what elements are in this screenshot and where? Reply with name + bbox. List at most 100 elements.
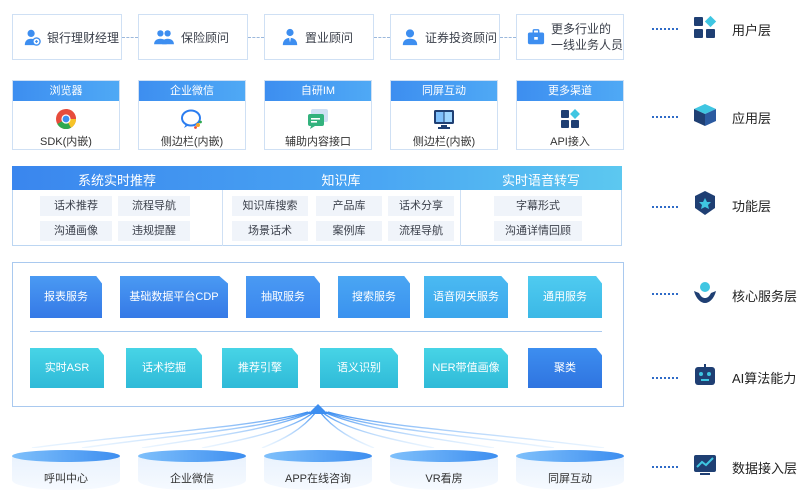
layer-label: 应用层 <box>732 111 772 126</box>
bank-manager-icon <box>24 29 41 46</box>
chrome-icon <box>56 109 77 130</box>
user-card-bank-manager[interactable]: 银行理财经理 <box>12 14 122 60</box>
core-service[interactable]: 通用服务 <box>528 276 602 318</box>
data-source-label: APP在线咨询 <box>284 473 351 485</box>
user-label: 更多行业的一线业务人员 <box>551 21 623 53</box>
chat-icon <box>308 109 328 129</box>
app-card-more[interactable]: 更多渠道 API接入 <box>516 80 624 150</box>
core-service[interactable]: 抽取服务 <box>246 276 320 318</box>
ai-capability[interactable]: 推荐引擎 <box>222 348 298 388</box>
app-header: 更多渠道 <box>517 81 623 101</box>
user-label: 银行理财经理 <box>47 30 120 45</box>
core-service[interactable]: 搜索服务 <box>338 276 410 318</box>
data-source-label: VR看房 <box>425 473 463 485</box>
section-title: 系统实时推荐 <box>77 173 156 188</box>
app-card-wecom[interactable]: 企业微信 侧边栏(内嵌) <box>138 80 246 150</box>
legend-dots <box>652 116 678 118</box>
core-service[interactable]: 语音网关服务 <box>424 276 508 318</box>
layer-label: 核心服务层 <box>732 289 798 304</box>
legend-dots <box>652 377 678 379</box>
ai-capability[interactable]: 语义识别 <box>320 348 398 388</box>
layer-label: 数据接入层 <box>732 461 798 476</box>
connector <box>374 37 390 38</box>
section-title: 实时语音转写 <box>501 173 580 188</box>
app-header: 同屏互动 <box>391 81 497 101</box>
data-source[interactable]: VR看房 <box>390 450 498 494</box>
function-item[interactable]: 流程导航 <box>388 221 454 241</box>
user-label: 保险顾问 <box>181 30 230 45</box>
ai-capability[interactable]: 实时ASR <box>30 348 104 388</box>
user-label: 置业顾问 <box>305 30 354 45</box>
separator-line <box>30 331 602 332</box>
layer-label: 用户层 <box>732 23 772 38</box>
user-layer-icon <box>694 15 717 38</box>
app-label: 侧边栏(内嵌) <box>412 136 476 148</box>
function-item[interactable]: 产品库 <box>316 196 382 216</box>
cylinder-top <box>138 450 246 462</box>
function-item[interactable]: 违规提醒 <box>118 221 190 241</box>
apps-icon <box>561 109 580 128</box>
agent-icon <box>282 28 298 46</box>
legend-dots <box>652 293 678 295</box>
user-card-more[interactable]: 更多行业的一线业务人员 <box>516 14 624 60</box>
data-source-label: 企业微信 <box>170 473 214 485</box>
ai-capability[interactable]: 话术挖掘 <box>126 348 202 388</box>
user-label-line1: 更多行业的 <box>551 22 612 36</box>
robot-icon <box>695 364 715 385</box>
user-card-securities[interactable]: 证券投资顾问 <box>390 14 500 60</box>
app-label: 侧边栏(内嵌) <box>160 136 224 148</box>
core-service[interactable]: 基础数据平台CDP <box>120 276 228 318</box>
ai-capability[interactable]: 聚类 <box>528 348 602 388</box>
core-service-icon <box>694 282 716 303</box>
user-label: 证券投资顾问 <box>425 30 498 45</box>
data-flow-arrows <box>31 404 605 448</box>
function-item[interactable]: 沟通详情回顾 <box>494 221 582 241</box>
section-divider <box>222 190 223 246</box>
user-card-insurance[interactable]: 保险顾问 <box>138 14 248 60</box>
app-label: 辅助内容接口 <box>285 136 351 148</box>
layer-label: AI算法能力 <box>732 371 797 386</box>
app-label: API接入 <box>550 136 590 148</box>
app-card-browser[interactable]: 浏览器 SDK(内嵌) <box>12 80 120 150</box>
function-header-bar <box>12 166 622 190</box>
person-icon <box>402 29 418 46</box>
data-source[interactable]: 同屏互动 <box>516 450 624 494</box>
app-label: SDK(内嵌) <box>40 136 92 148</box>
wecom-icon <box>181 109 202 129</box>
data-source-label: 呼叫中心 <box>44 473 88 485</box>
app-header: 自研IM <box>265 81 371 101</box>
cylinder-top <box>264 450 372 462</box>
cylinder-top <box>12 450 120 462</box>
data-source[interactable]: APP在线咨询 <box>264 450 372 494</box>
layer-label: 功能层 <box>732 199 772 214</box>
app-header: 企业微信 <box>139 81 245 101</box>
users-icon <box>154 30 174 45</box>
function-item[interactable]: 字幕形式 <box>494 196 582 216</box>
core-service[interactable]: 报表服务 <box>30 276 102 318</box>
app-layer-icon <box>694 104 716 126</box>
chart-monitor-icon <box>694 455 716 475</box>
function-item[interactable]: 知识库搜索 <box>232 196 308 216</box>
data-source[interactable]: 呼叫中心 <box>12 450 120 494</box>
screen-icon <box>434 110 454 129</box>
app-card-coscreen[interactable]: 同屏互动 侧边栏(内嵌) <box>390 80 498 150</box>
data-source-label: 同屏互动 <box>548 473 592 485</box>
legend-dots <box>652 28 678 30</box>
app-header: 浏览器 <box>13 81 119 101</box>
cylinder-top <box>516 450 624 462</box>
app-card-im[interactable]: 自研IM 辅助内容接口 <box>264 80 372 150</box>
function-item[interactable]: 流程导航 <box>118 196 190 216</box>
user-card-property[interactable]: 置业顾问 <box>264 14 374 60</box>
function-item[interactable]: 话术分享 <box>388 196 454 216</box>
connector <box>122 37 138 38</box>
function-item[interactable]: 话术推荐 <box>40 196 112 216</box>
legend-dots <box>652 206 678 208</box>
section-title: 知识库 <box>321 173 361 188</box>
function-item[interactable]: 案例库 <box>316 221 382 241</box>
data-source[interactable]: 企业微信 <box>138 450 246 494</box>
function-item[interactable]: 场景话术 <box>232 221 308 241</box>
legend-dots <box>652 466 678 468</box>
ai-capability[interactable]: NER带值画像 <box>424 348 508 388</box>
user-label-line2: 一线业务人员 <box>551 38 624 52</box>
function-item[interactable]: 沟通画像 <box>40 221 112 241</box>
